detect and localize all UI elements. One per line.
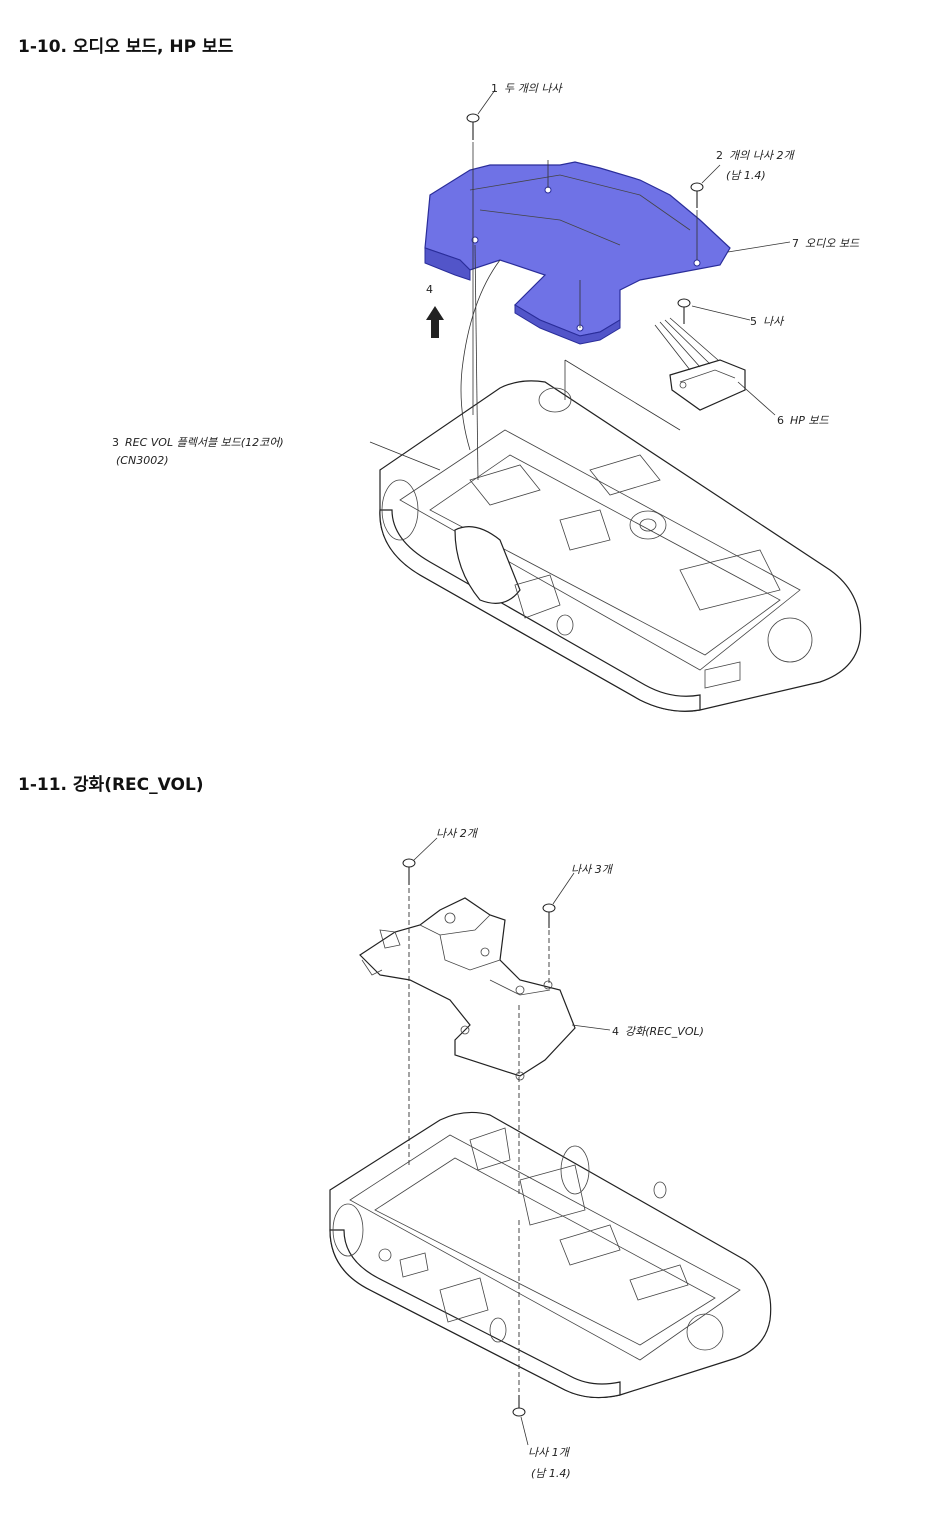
label-screw-2: 나사 2개 <box>436 827 477 840</box>
audio-board-exploded-diagram <box>369 89 862 712</box>
label-2-sub: (남 1.4) <box>726 169 766 182</box>
screw-1 <box>466 113 480 140</box>
section-1-10-title: 1-10. 오디오 보드, HP 보드 <box>18 37 234 57</box>
housing-lower-2 <box>329 1111 772 1399</box>
section-1-11-title: 1-11. 강화(REC_VOL) <box>18 775 204 795</box>
label-screw-3: 나사 3개 <box>571 863 612 876</box>
rec-vol-bracket-exploded-diagram <box>329 837 772 1446</box>
screw-top-left <box>402 858 416 885</box>
screw-5 <box>677 298 691 324</box>
screw-bottom <box>512 1395 526 1417</box>
housing-lower-1 <box>379 380 862 712</box>
rec-vol-bracket <box>359 897 576 1081</box>
label-screw-1-sub: (남 1.4) <box>531 1467 571 1480</box>
screw-2 <box>690 182 704 208</box>
hp-board <box>654 317 746 411</box>
label-4: 4 <box>426 283 433 296</box>
screw-top-right <box>542 903 556 928</box>
label-3-sub: (CN3002) <box>116 454 169 467</box>
lift-arrow <box>426 306 444 338</box>
label-screw-1: 나사 1개 <box>528 1446 569 1459</box>
audio-board <box>424 161 731 345</box>
